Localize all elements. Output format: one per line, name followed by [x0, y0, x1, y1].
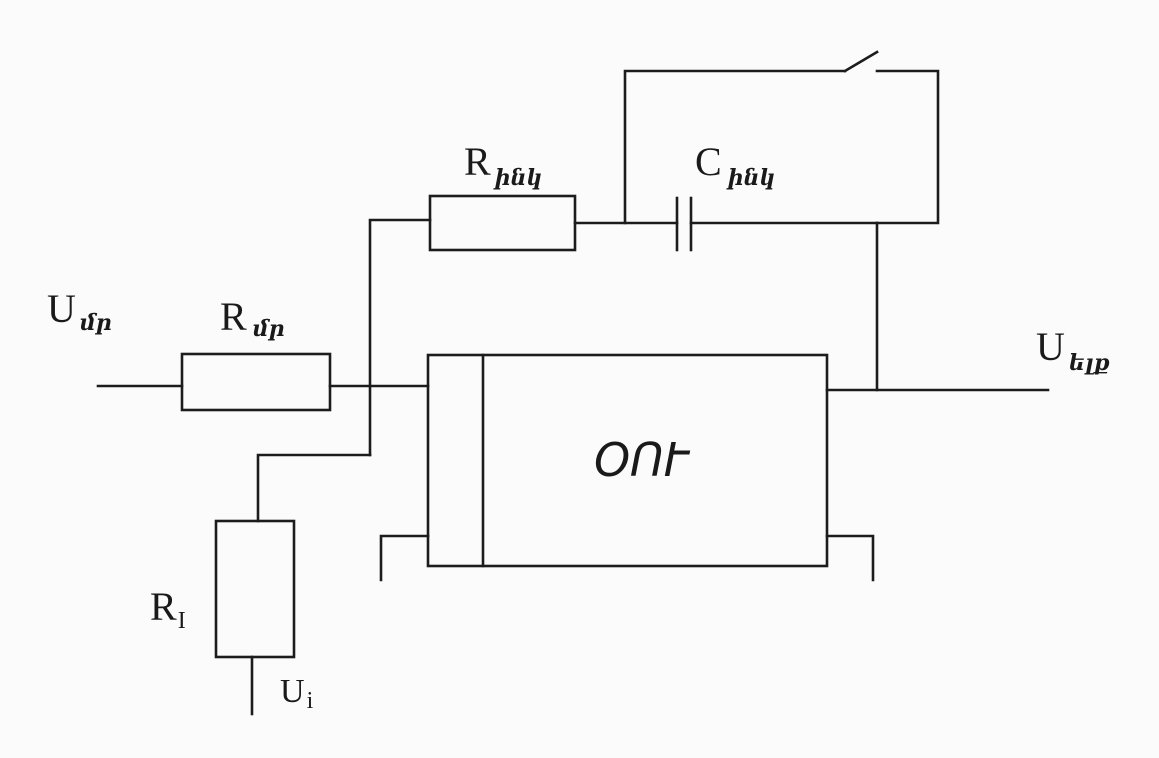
bias-resistor [214, 519, 296, 659]
switch-bypass-left-wire [623, 69, 847, 225]
opamp-label: ՕՈՒ [594, 434, 691, 486]
opamp-right-supply-lead [825, 534, 875, 582]
reset-switch [843, 50, 879, 73]
input-resistor [180, 352, 332, 412]
feedback-left-wire [368, 218, 432, 457]
opamp-left-supply-lead [379, 534, 430, 582]
bias-resistor-label: RI [150, 584, 186, 634]
bias-branch-wire [256, 453, 372, 523]
switch-bypass-right-wire [875, 69, 940, 225]
opamp-body [426, 353, 829, 568]
bias-voltage-label: Ui [280, 673, 314, 714]
feedback-resistor [428, 194, 577, 252]
